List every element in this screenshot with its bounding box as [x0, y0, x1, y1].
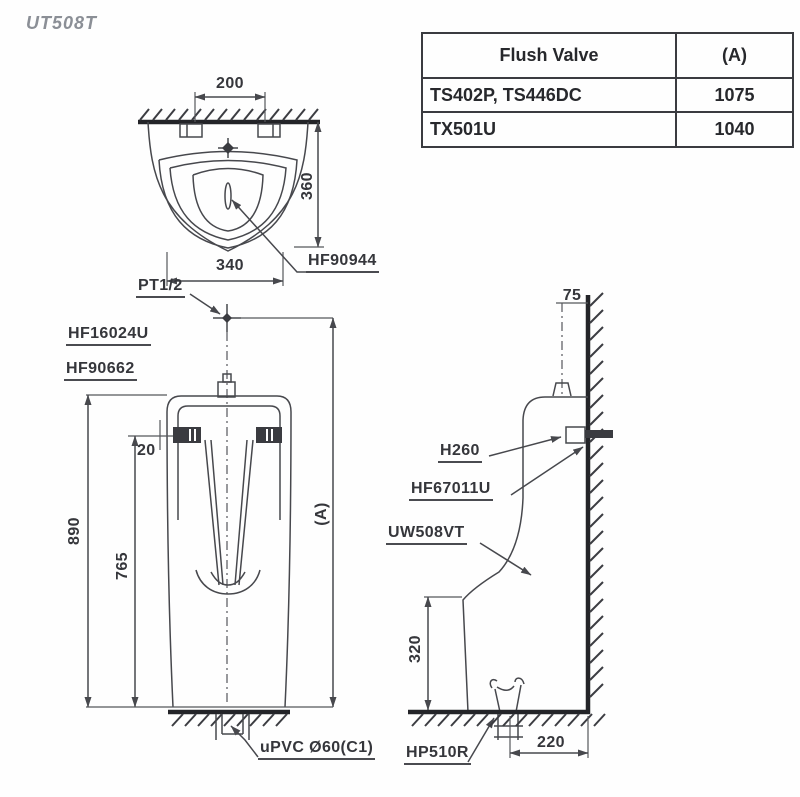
label-hf67011u: HF67011U — [409, 480, 493, 501]
label-hp510r: HP510R — [404, 744, 471, 765]
table-header-flush-valve: Flush Valve — [423, 34, 677, 79]
dim-765: 765 — [114, 552, 132, 580]
table-cell-valve-1: TS402P, TS446DC — [423, 79, 677, 113]
dim-340: 340 — [216, 257, 244, 275]
label-hf16024u: HF16024U — [66, 325, 151, 346]
table-cell-a-2: 1040 — [714, 119, 755, 139]
model-title: UT508T — [26, 13, 98, 33]
dim-320: 320 — [407, 635, 425, 663]
dim-75: 75 — [562, 287, 582, 305]
label-hf90944: HF90944 — [306, 252, 379, 273]
label-uw508vt: UW508VT — [386, 524, 467, 545]
label-upvc-outlet: uPVC Ø60(C1) — [258, 739, 376, 760]
dim-890: 890 — [66, 517, 84, 545]
table-cell-a-1: 1075 — [677, 79, 792, 113]
label-pt12: PT1/2 — [136, 277, 185, 298]
flush-valve-table: Flush Valve (A) TS402P, TS446DC 1075 TX5… — [421, 32, 794, 148]
table-cell-valve-2: TX501U — [423, 113, 677, 146]
label-hf90662: HF90662 — [64, 360, 137, 381]
dim-360: 360 — [299, 172, 317, 200]
dim-220: 220 — [537, 734, 565, 752]
side-view-drawing — [408, 292, 613, 763]
front-view-drawing — [84, 304, 337, 758]
table-header-a: (A) — [677, 34, 792, 79]
dim-200: 200 — [216, 75, 244, 93]
top-view-drawing — [138, 92, 324, 315]
dim-a: (A) — [313, 502, 331, 526]
dim-20: 20 — [137, 442, 156, 459]
label-h260: H260 — [438, 442, 482, 463]
